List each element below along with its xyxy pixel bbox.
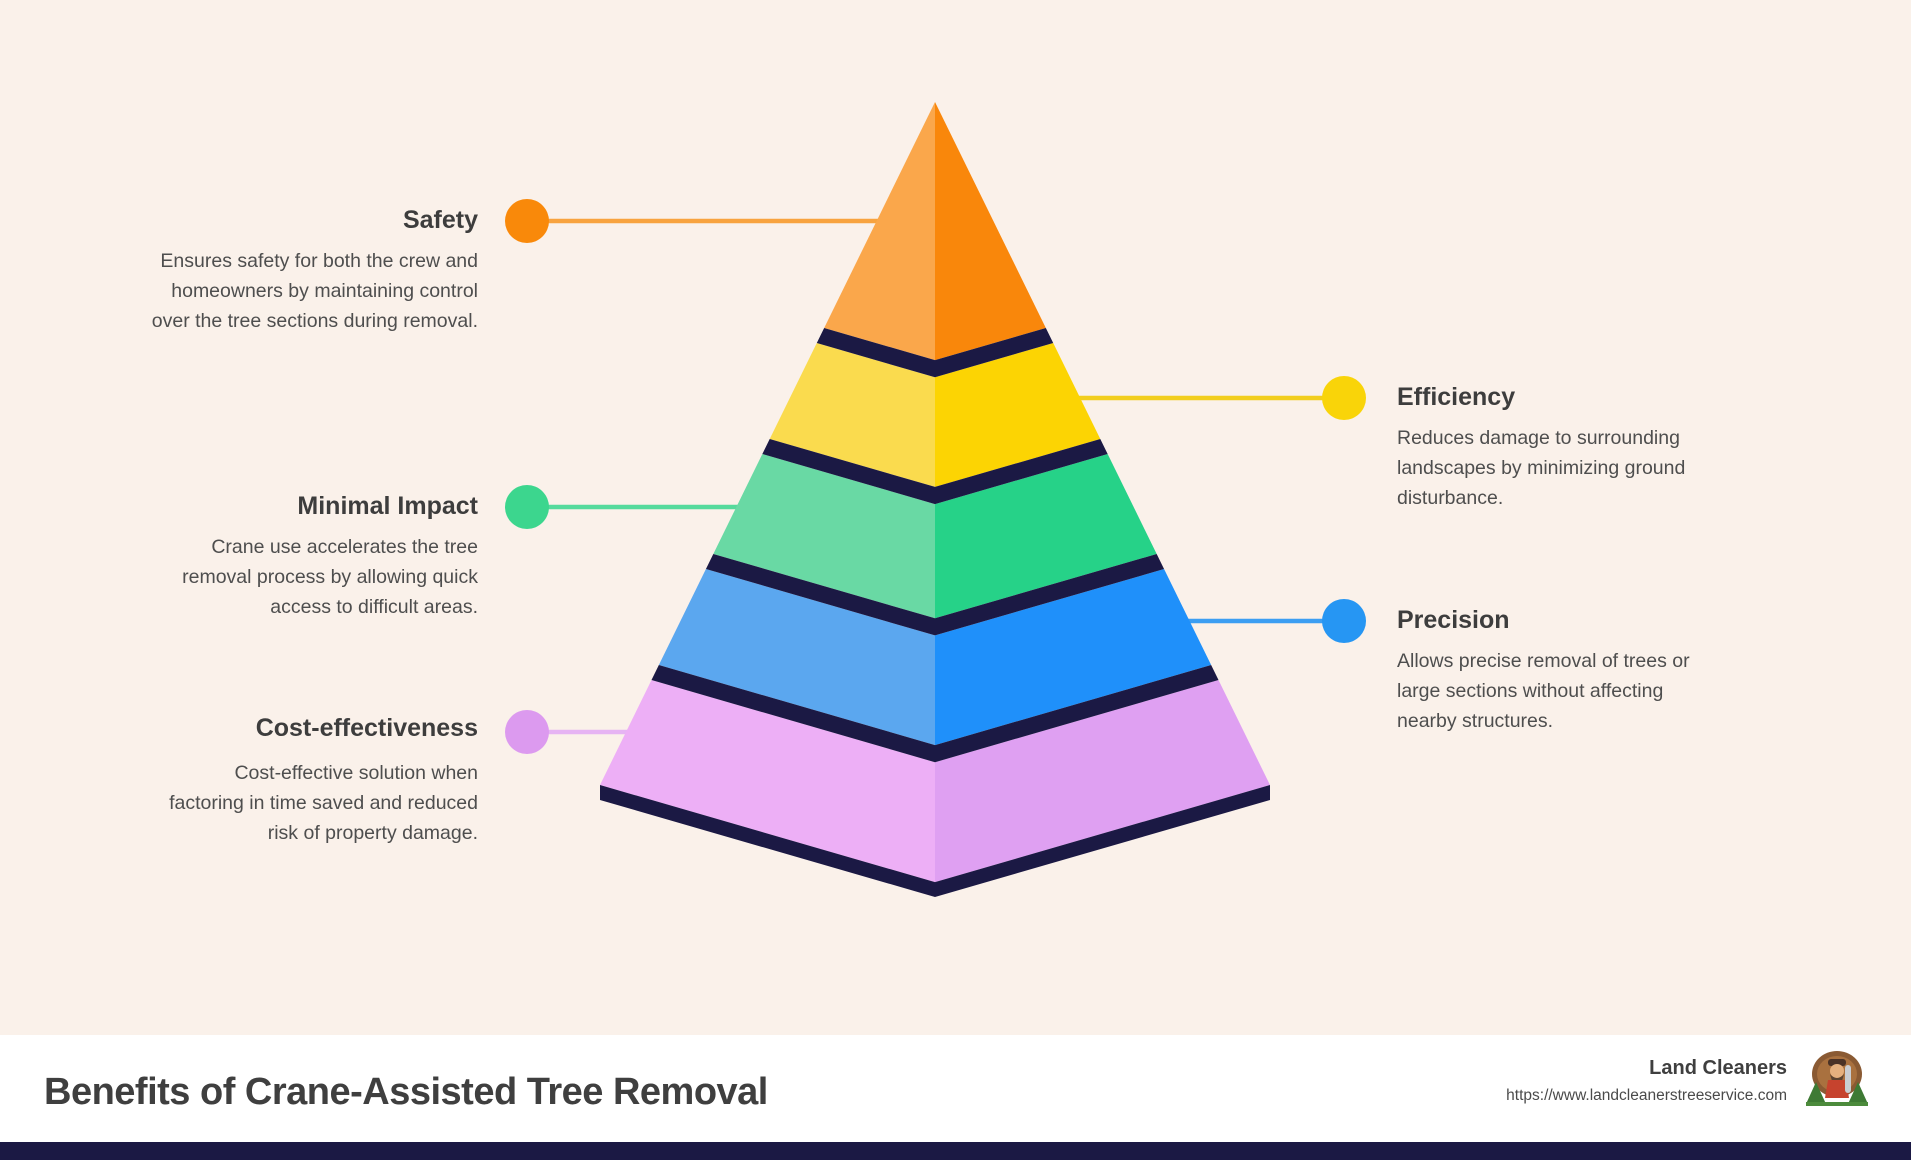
pyramid-precision-right-face [935, 569, 1212, 746]
pyramid-safety-right-face [935, 102, 1046, 361]
logo-tree-left [1806, 1082, 1826, 1104]
pyramid-cost-effectiveness-left-face [600, 680, 935, 883]
bottom-bar [0, 1142, 1911, 1160]
level-title-cost-effectiveness: Cost-effectiveness [255, 714, 478, 742]
level-description-safety: Ensures safety for both the crew and hom… [151, 250, 478, 332]
level-description-minimal-impact: Crane use accelerates the tree removal p… [182, 536, 478, 618]
connector-dot-efficiency [1322, 376, 1366, 420]
brand-url: https://www.landcleanerstreeservice.com [1506, 1087, 1787, 1104]
logo-tree-right [1848, 1082, 1868, 1104]
level-description-cost-effectiveness: Cost-effective solution when factoring i… [169, 762, 478, 844]
pyramid-efficiency-left-face [769, 343, 935, 487]
level-description-efficiency: Reduces damage to surrounding landscapes… [1397, 427, 1686, 509]
level-label-efficiency: Efficiency Reduces damage to surrounding… [1397, 381, 1715, 513]
pyramid-minimal-impact-right-face [935, 454, 1157, 619]
level-label-safety: Safety Ensures safety for both the crew … [133, 204, 478, 336]
pyramid-precision-left-face [658, 569, 935, 746]
pyramid-cost-effectiveness-right-face [935, 680, 1270, 883]
connector-dot-precision [1322, 599, 1366, 643]
pyramid-divider-2 [762, 439, 1108, 505]
level-title-precision: Precision [1397, 606, 1510, 634]
pyramid-efficiency-right-face [935, 343, 1101, 487]
lumberjack-logo-icon [1806, 1051, 1868, 1106]
level-title-efficiency: Efficiency [1397, 383, 1516, 411]
connector-dot-safety [505, 199, 549, 243]
logo-hat [1828, 1059, 1846, 1066]
logo-beard [1830, 1074, 1844, 1081]
level-title-minimal-impact: Minimal Impact [297, 492, 478, 520]
level-label-precision: Precision Allows precise removal of tree… [1397, 604, 1702, 736]
logo-shirt [1825, 1080, 1849, 1098]
connector-dot-minimal-impact [505, 485, 549, 529]
page-title: Benefits of Crane-Assisted Tree Removal [44, 1071, 768, 1113]
pyramid-safety-left-face [824, 102, 935, 361]
level-description-precision: Allows precise removal of trees or large… [1397, 650, 1690, 732]
level-label-minimal-impact: Minimal Impact Crane use accelerates the… [182, 490, 478, 622]
logo-chainsaw [1845, 1065, 1851, 1093]
pyramid-divider-1 [816, 328, 1054, 378]
connector-dot-cost-effectiveness [505, 710, 549, 754]
pyramid-minimal-impact-left-face [713, 454, 935, 619]
logo-face [1830, 1064, 1844, 1078]
level-title-safety: Safety [402, 206, 478, 234]
brand-name: Land Cleaners [1649, 1057, 1787, 1079]
footer: Benefits of Crane-Assisted Tree Removal … [0, 1035, 1911, 1142]
level-label-cost-effectiveness: Cost-effectiveness Cost-effective soluti… [168, 712, 478, 848]
logo-grass [1806, 1102, 1868, 1106]
pyramid-divider-3 [705, 554, 1165, 636]
